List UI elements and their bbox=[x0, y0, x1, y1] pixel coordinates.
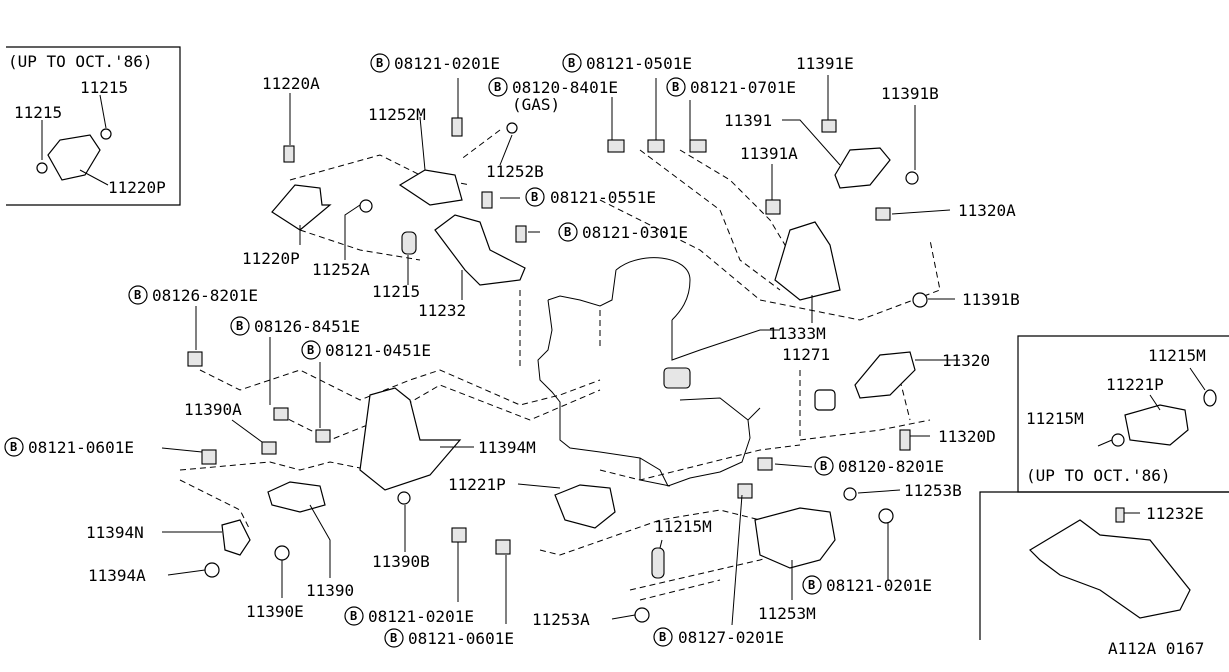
svg-text:B: B bbox=[564, 225, 571, 239]
label-11391a: 11391A bbox=[740, 144, 798, 163]
label-08121-0501e: 08121-0501E bbox=[586, 54, 692, 73]
label-11252b: 11252B bbox=[486, 162, 544, 181]
label-11220p-inset: 11220P bbox=[108, 178, 166, 197]
engine-outline bbox=[519, 257, 780, 487]
inset-bottom-border bbox=[979, 491, 1229, 640]
bolt-08120-8401e: B 08120-8401E bbox=[488, 77, 618, 97]
label-11215: 11215 bbox=[372, 282, 420, 301]
label-08121-0601e-bottom: 08121-0601E bbox=[408, 629, 514, 648]
label-11220a: 11220A bbox=[262, 74, 320, 93]
label-11391b: 11391B bbox=[962, 290, 1020, 309]
bolt-08121-0201e-top: B 08121-0201E bbox=[370, 53, 500, 73]
label-11252a: 11252A bbox=[312, 260, 370, 279]
label-11253a: 11253A bbox=[532, 610, 590, 629]
parts bbox=[36, 117, 1217, 623]
leader-lines bbox=[41, 75, 1206, 626]
svg-text:B: B bbox=[307, 343, 314, 357]
bolt-08121-0301e: B 08121-0301E bbox=[558, 222, 688, 242]
label-11271: 11271 bbox=[782, 345, 830, 364]
svg-text:B: B bbox=[531, 190, 538, 204]
label-08121-0601e-left: 08121-0601E bbox=[28, 438, 134, 457]
svg-text:B: B bbox=[134, 288, 141, 302]
label-11232: 11232 bbox=[418, 301, 466, 320]
bolt-08121-0551e: B 08121-0551E bbox=[525, 187, 656, 207]
label-11391: 11391 bbox=[724, 111, 772, 130]
label-08127-0201e: 08127-0201E bbox=[678, 628, 784, 647]
svg-text:B: B bbox=[494, 80, 501, 94]
bolt-08121-0451e: B 08121-0451E bbox=[301, 340, 431, 360]
label-08121-0551e: 08121-0551E bbox=[550, 188, 656, 207]
svg-text:B: B bbox=[820, 459, 827, 473]
label-08121-0201e-right: 08121-0201E bbox=[826, 576, 932, 595]
bolt-08121-0201e-right: B 08121-0201E bbox=[802, 575, 932, 595]
svg-text:B: B bbox=[236, 319, 243, 333]
bolt-08121-0501e: B 08121-0501E bbox=[562, 53, 692, 73]
bolt-08127-0201e: B 08127-0201E bbox=[653, 627, 784, 647]
label-08121-0301e: 08121-0301E bbox=[582, 223, 688, 242]
inset-left-border bbox=[6, 46, 181, 206]
label-11215-inset-a: 11215 bbox=[80, 78, 128, 97]
label-11390e: 11390E bbox=[246, 602, 304, 621]
label-08120-8201e: 08120-8201E bbox=[838, 457, 944, 476]
label-11215m-inset-top: 11215M bbox=[1148, 346, 1206, 365]
svg-text:B: B bbox=[10, 440, 17, 454]
label-11333m: 11333M bbox=[768, 324, 826, 343]
label-08121-0201e-top: 08121-0201E bbox=[394, 54, 500, 73]
label-11320: 11320 bbox=[942, 351, 990, 370]
svg-text:B: B bbox=[672, 80, 679, 94]
label-11391e: 11391E bbox=[796, 54, 854, 73]
part-labels: 11215 11215 11220P 11220A 11252M 11252B … bbox=[4, 53, 1206, 648]
bolt-08121-0601e-left: B 08121-0601E bbox=[4, 437, 134, 457]
bolt-08121-0201e-bottom: B 08121-0201E bbox=[344, 606, 474, 626]
label-11394n: 11394N bbox=[86, 523, 144, 542]
label-11221p-inset: 11221P bbox=[1106, 375, 1164, 394]
label-11215m: 11215M bbox=[654, 517, 712, 536]
label-11215-inset-b: 11215 bbox=[14, 103, 62, 122]
label-11253m: 11253M bbox=[758, 604, 816, 623]
label-11394a: 11394A bbox=[88, 566, 146, 585]
label-08121-0701e: 08121-0701E bbox=[690, 78, 796, 97]
label-08126-8201e: 08126-8201E bbox=[152, 286, 258, 305]
label-08120-8401e: 08120-8401E bbox=[512, 78, 618, 97]
diagram-code: A112A 0167 bbox=[1108, 639, 1204, 658]
svg-text:B: B bbox=[568, 56, 575, 70]
inset-right-caption: (UP TO OCT.'86) bbox=[1026, 466, 1171, 485]
svg-text:B: B bbox=[659, 630, 666, 644]
label-11394m: 11394M bbox=[478, 438, 536, 457]
label-08126-8451e: 08126-8451E bbox=[254, 317, 360, 336]
svg-text:B: B bbox=[376, 56, 383, 70]
label-11390: 11390 bbox=[306, 581, 354, 600]
label-11320a: 11320A bbox=[958, 201, 1016, 220]
label-11220p: 11220P bbox=[242, 249, 300, 268]
label-11221p: 11221P bbox=[448, 475, 506, 494]
label-gas: (GAS) bbox=[512, 95, 560, 114]
label-11391b-top: 11391B bbox=[881, 84, 939, 103]
bolt-08120-8201e: B 08120-8201E bbox=[814, 456, 944, 476]
label-11215m-inset-left: 11215M bbox=[1026, 409, 1084, 428]
bolt-08126-8451e: B 08126-8451E bbox=[230, 316, 360, 336]
svg-text:B: B bbox=[390, 631, 397, 645]
label-11252m: 11252M bbox=[368, 105, 426, 124]
label-11390b: 11390B bbox=[372, 552, 430, 571]
label-11232e: 11232E bbox=[1146, 504, 1204, 523]
bolt-08121-0601e-bottom: B 08121-0601E bbox=[384, 628, 514, 648]
label-08121-0451e: 08121-0451E bbox=[325, 341, 431, 360]
svg-text:B: B bbox=[808, 578, 815, 592]
inset-left-caption: (UP TO OCT.'86) bbox=[8, 52, 153, 71]
label-11320d: 11320D bbox=[938, 427, 996, 446]
label-11390a: 11390A bbox=[184, 400, 242, 419]
label-08121-0201e-bottom: 08121-0201E bbox=[368, 607, 474, 626]
bolt-08126-8201e: B 08126-8201E bbox=[128, 285, 258, 305]
svg-text:B: B bbox=[350, 609, 357, 623]
bolt-08121-0701e: B 08121-0701E bbox=[666, 77, 796, 97]
label-11253b: 11253B bbox=[904, 481, 962, 500]
